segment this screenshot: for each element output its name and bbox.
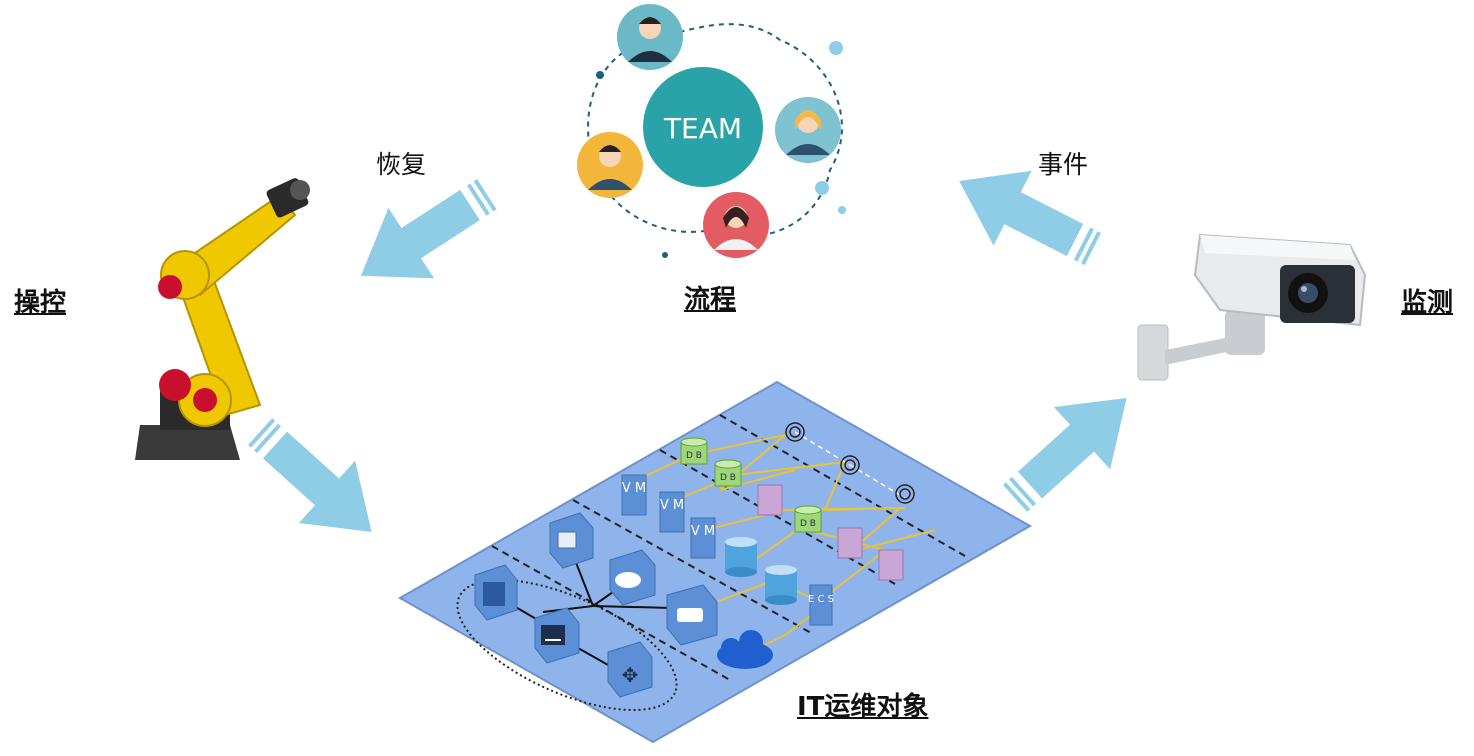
label-process: 流程	[684, 285, 737, 315]
ecs-block: E C S	[808, 584, 834, 626]
camera-icon	[1137, 233, 1367, 381]
robot-base	[135, 425, 240, 460]
it-objects-plane: ✥ V M V M V M D B	[397, 380, 1033, 744]
purple-block-1	[757, 484, 783, 516]
vm-block-3: V M	[690, 517, 716, 559]
cloud-cube	[609, 549, 656, 606]
svg-text:V M: V M	[622, 481, 646, 496]
person-icon-bottom	[703, 192, 769, 258]
cloud-icon	[717, 630, 773, 669]
server-cube	[474, 564, 518, 621]
gateway-cube	[549, 512, 594, 569]
svg-text:E C S: E C S	[808, 594, 834, 605]
svg-text:✥: ✥	[622, 663, 639, 687]
ring-icon-3	[895, 484, 915, 504]
label-it-objects: IT运维对象	[797, 692, 929, 722]
purple-block-3	[878, 549, 904, 581]
router-cube: ✥	[607, 641, 653, 698]
team-graphic: TEAM	[577, 4, 846, 258]
db-cylinder-1: D B	[680, 437, 708, 465]
team-center-text: TEAM	[663, 112, 742, 145]
arrow-event	[940, 143, 1112, 287]
container-cube	[666, 584, 718, 646]
vm-block-1: V M	[621, 474, 647, 516]
team-center-circle	[643, 67, 763, 187]
ring-icon-2	[840, 455, 860, 475]
person-icon-top	[617, 4, 683, 70]
person-icon-left	[577, 132, 643, 198]
terminal-cube	[534, 607, 580, 664]
storage-cylinder-1	[725, 537, 757, 577]
svg-text:D B: D B	[800, 519, 816, 529]
label-monitor: 监测	[1401, 288, 1454, 318]
label-event: 事件	[1038, 150, 1089, 179]
svg-text:D B: D B	[720, 473, 736, 483]
svg-text:D B: D B	[686, 451, 702, 461]
db-cylinder-2: D B	[714, 459, 742, 487]
vm-block-2: V M	[659, 491, 685, 533]
plane-surface	[397, 380, 1033, 744]
label-recover: 恢复	[376, 150, 427, 179]
storage-cylinder-2	[765, 565, 797, 605]
person-icon-right	[775, 97, 841, 163]
arrow-recover	[338, 158, 510, 312]
label-control: 操控	[14, 288, 67, 318]
ring-icon-1	[785, 422, 805, 442]
robot-arm	[135, 178, 310, 460]
svg-text:V M: V M	[691, 524, 715, 539]
db-cylinder-3: D B	[794, 505, 822, 533]
purple-block-2	[837, 527, 863, 559]
svg-text:V M: V M	[660, 498, 684, 513]
